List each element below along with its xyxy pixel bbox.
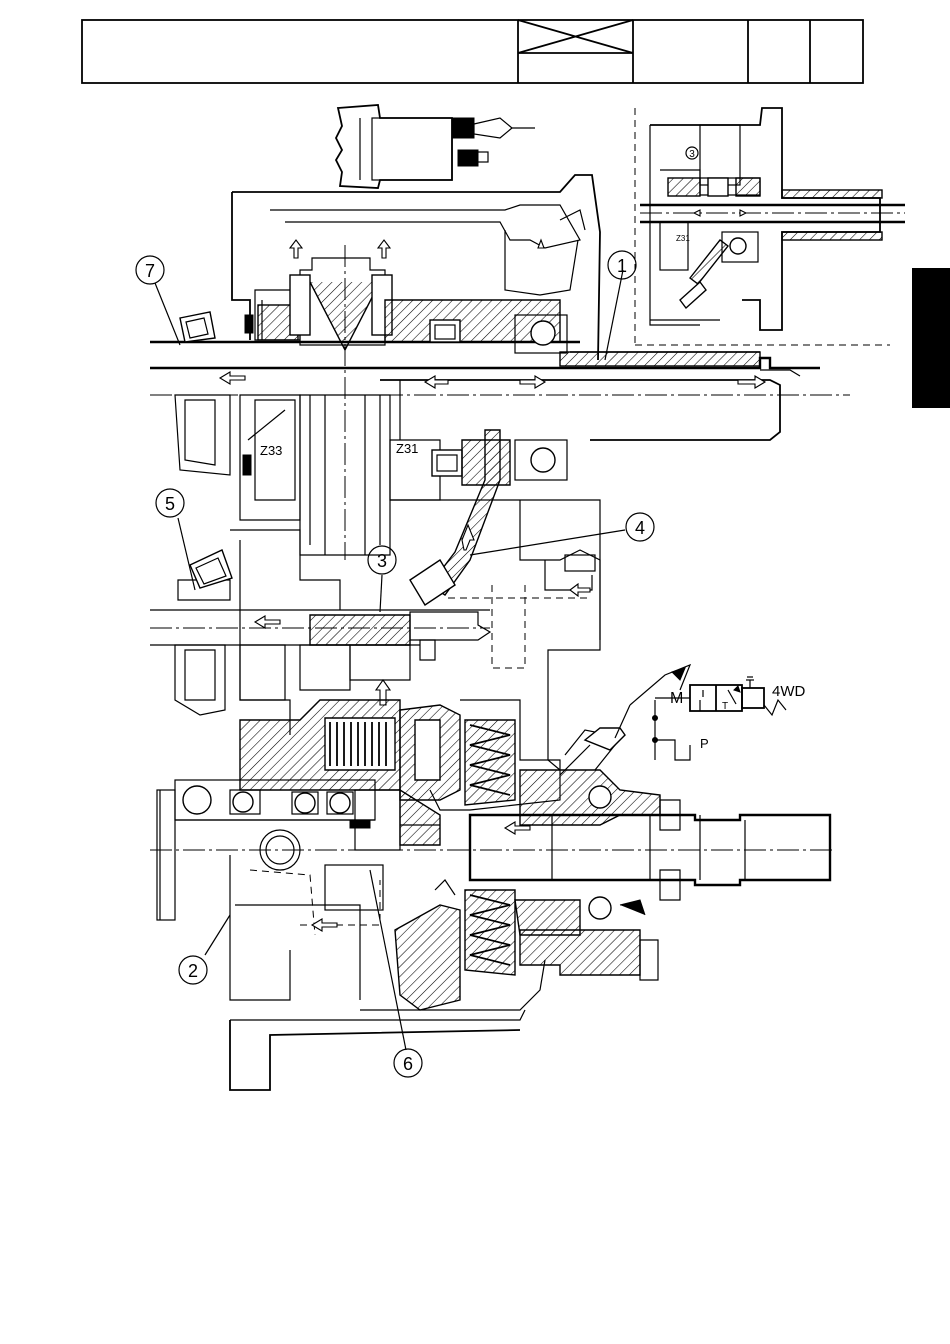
callout-2-label: 2 [188, 961, 198, 981]
gear-section-z33-z31: Z33 Z31 [175, 395, 600, 640]
inset-callout-label: 3 [689, 149, 695, 160]
callout-1-label: 1 [617, 256, 627, 276]
hydraulic-port-t-label: T [722, 701, 728, 712]
hydraulic-valve-symbol: M T P 4WD [615, 665, 806, 760]
solenoid-detail [336, 105, 535, 188]
callout-4-label: 4 [635, 518, 645, 538]
upper-gear-pack [180, 245, 567, 560]
output-shaft [150, 800, 835, 900]
hydraulic-spring-label: M [670, 690, 683, 707]
section-tab [912, 268, 950, 408]
callout-3-label: 3 [377, 551, 387, 571]
gear-label-z31: Z31 [396, 441, 418, 456]
gear-label-z33: Z33 [260, 443, 282, 458]
inset-gear-label: Z31 [676, 234, 690, 243]
callout-5-label: 5 [165, 494, 175, 514]
title-block [82, 20, 863, 83]
hydraulic-port-p-label: P [700, 736, 709, 751]
hydraulic-valve-label: 4WD [772, 683, 806, 700]
lower-clutch-assembly [240, 700, 660, 850]
callout-6-label: 6 [403, 1054, 413, 1074]
inset-detail: 3 Z31 [635, 108, 905, 345]
callout-7-label: 7 [145, 261, 155, 281]
title-block-cross-icon [518, 20, 633, 53]
